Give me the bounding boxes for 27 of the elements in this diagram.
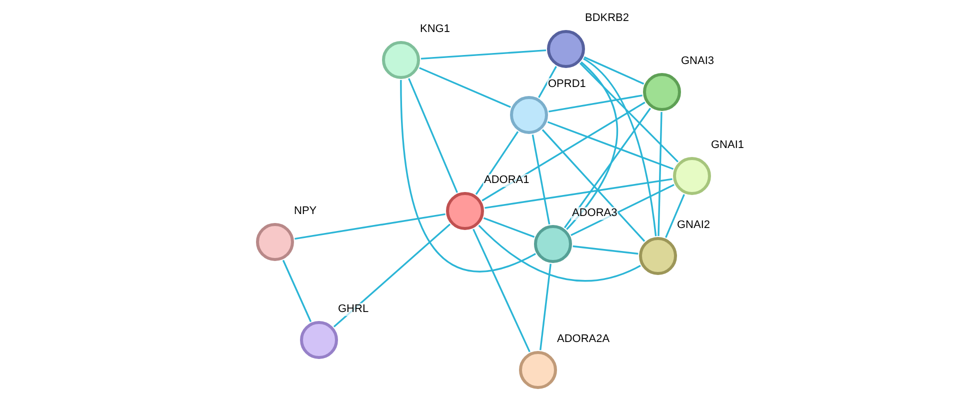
interaction-edge: [584, 56, 644, 85]
interaction-edge: [548, 94, 642, 112]
interaction-edge: [333, 224, 451, 328]
interaction-edge: [400, 80, 536, 272]
interaction-edge: [583, 58, 657, 236]
interaction-edge: [472, 228, 530, 352]
interaction-edge: [478, 224, 641, 282]
interaction-edge: [665, 194, 685, 238]
interaction-edge: [540, 264, 552, 350]
interaction-edge: [566, 61, 618, 230]
interaction-edge: [538, 66, 557, 98]
protein-label: ADORA3: [571, 207, 618, 220]
interaction-edge: [294, 213, 446, 240]
interaction-edge: [532, 134, 550, 224]
interaction-edge: [419, 67, 511, 108]
interaction-edge: [658, 112, 662, 236]
interaction-edge: [542, 129, 646, 242]
interaction-edge: [547, 121, 674, 170]
interaction-edge: [420, 49, 546, 60]
protein-label: GHRL: [337, 303, 370, 316]
interaction-edge: [408, 78, 458, 193]
interaction-edge: [572, 245, 638, 255]
interaction-edge: [483, 217, 535, 238]
interaction-edge: [484, 178, 672, 209]
interaction-edge: [282, 260, 312, 322]
interaction-edge: [579, 62, 679, 162]
protein-label: ADORA1: [483, 174, 530, 187]
